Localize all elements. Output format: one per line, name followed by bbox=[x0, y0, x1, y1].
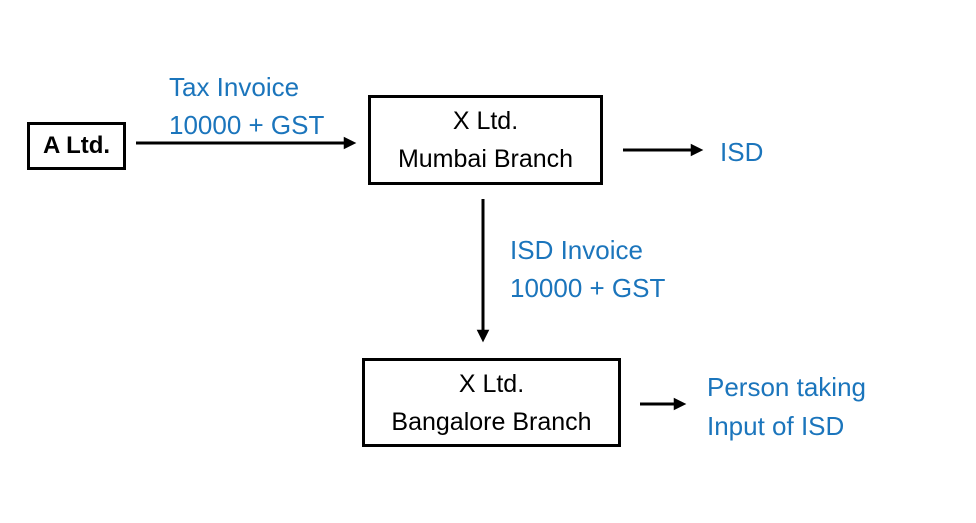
label-isd-invoice-line1: ISD Invoice bbox=[510, 235, 643, 265]
node-mumbai-branch: X Ltd. Mumbai Branch bbox=[368, 95, 603, 185]
label-isd-invoice: ISD Invoice 10000 + GST bbox=[510, 231, 665, 307]
label-person-taking: Person taking Input of ISD bbox=[707, 368, 866, 446]
label-isd: ISD bbox=[720, 133, 763, 171]
label-isd-text: ISD bbox=[720, 137, 764, 167]
node-bangalore-branch: X Ltd. Bangalore Branch bbox=[362, 358, 621, 447]
label-person-line2: Input of ISD bbox=[707, 411, 845, 441]
label-person-line1: Person taking bbox=[707, 372, 866, 402]
label-tax-invoice-line1: Tax Invoice bbox=[169, 72, 300, 102]
label-isd-invoice-line2: 10000 + GST bbox=[510, 273, 666, 303]
node-a-ltd: A Ltd. bbox=[27, 122, 126, 170]
node-bangalore-line2: Bangalore Branch bbox=[391, 407, 592, 436]
node-mumbai-line1: X Ltd. bbox=[452, 107, 519, 135]
node-bangalore-line1: X Ltd. bbox=[458, 369, 525, 398]
label-tax-invoice: Tax Invoice 10000 + GST bbox=[169, 68, 324, 144]
node-a-ltd-label: A Ltd. bbox=[42, 132, 111, 159]
label-tax-invoice-line2: 10000 + GST bbox=[169, 110, 325, 140]
node-mumbai-line2: Mumbai Branch bbox=[397, 145, 574, 173]
